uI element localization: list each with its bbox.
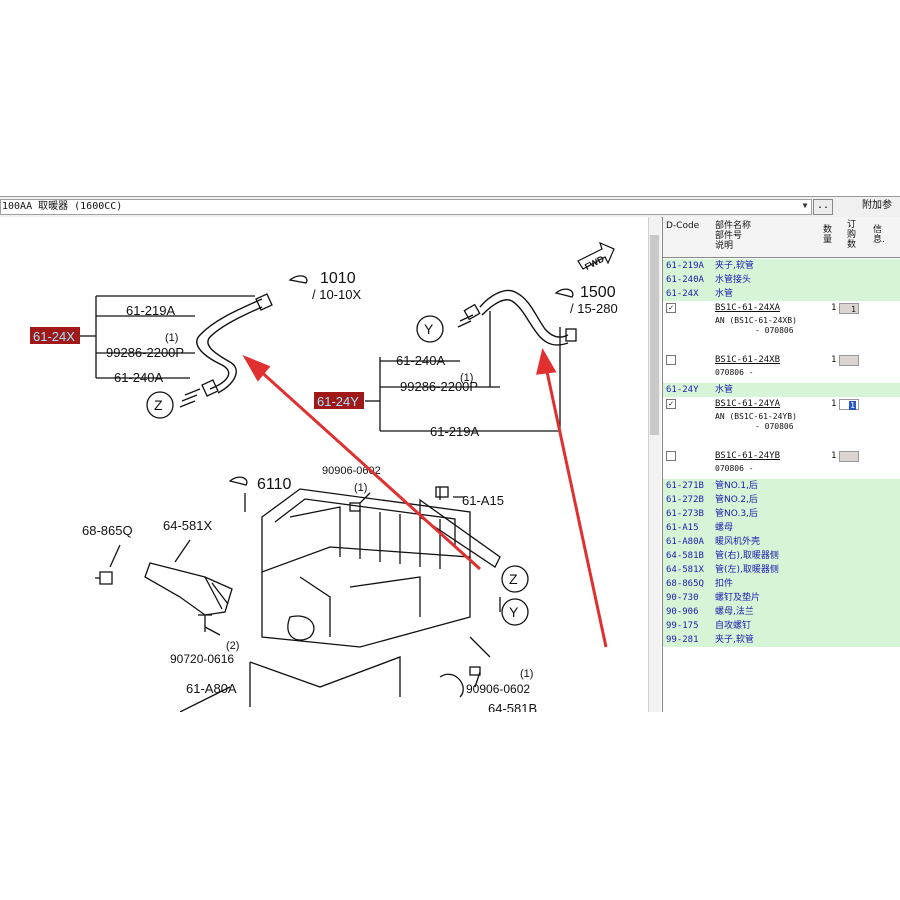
select-checkbox[interactable] <box>666 355 676 365</box>
select-checkbox[interactable]: ✓ <box>666 399 676 409</box>
part-note: - 070806 <box>755 326 794 335</box>
select-checkbox[interactable] <box>666 451 676 461</box>
label-1010: 1010 <box>320 270 356 287</box>
label-90906-0602-bottom: 90906-0602 <box>466 682 530 696</box>
part-note: 070806 - <box>715 464 754 473</box>
order-quantity-input[interactable]: 1 <box>839 303 859 314</box>
callout-61-24y[interactable]: 61-24Y <box>314 392 364 409</box>
svg-text:61-24X: 61-24X <box>33 329 75 344</box>
callout-61-24x[interactable]: 61-24X <box>30 327 80 344</box>
additional-reference-button[interactable]: 附加参 <box>862 200 892 211</box>
more-button[interactable]: .. <box>813 199 833 215</box>
column-info[interactable]: 信息. <box>873 225 885 245</box>
label-y: Y <box>424 321 434 337</box>
label-z: Z <box>154 397 163 413</box>
scrollbar-thumb[interactable] <box>650 235 659 435</box>
assembly-select[interactable]: 100AA 取暖器 (1600CC) <box>0 199 812 215</box>
column-order[interactable]: 订购数 <box>847 220 857 250</box>
toolbar: 100AA 取暖器 (1600CC) ▼ .. 附加参 <box>0 196 900 218</box>
part-note: 070806 - <box>715 368 754 377</box>
part-note: AN (BS1C-61-24YB) <box>715 412 797 421</box>
label-61-240a-left: 61-240A <box>114 370 163 385</box>
label-99286-2200p-a: 99286-2200P <box>106 345 184 360</box>
label-15-280: / 15-280 <box>570 301 618 316</box>
label-qty-1b: (1) <box>460 372 473 384</box>
label-61-240a-right: 61-240A <box>396 353 445 368</box>
column-part-number: 部件号 <box>715 231 743 241</box>
label-qty-2: (2) <box>226 640 239 652</box>
parts-list-header: D-Code 部件名称 部件号 说明 数量 订购数 信息. <box>663 217 900 258</box>
label-68-865q: 68-865Q <box>82 523 133 538</box>
part-note: - 070806 <box>755 422 794 431</box>
label-61-a15: 61-A15 <box>462 493 504 508</box>
label-qty-1a: (1) <box>165 332 178 344</box>
label-61-219a-bottom: 61-219A <box>430 424 479 439</box>
column-dcode[interactable]: D-Code <box>666 221 700 231</box>
label-61-219a-top: 61-219A <box>126 303 175 318</box>
label-z-2: Z <box>509 571 518 587</box>
part-note: AN (BS1C-61-24XB) <box>715 316 797 325</box>
column-part-name[interactable]: 部件名称 <box>715 221 752 231</box>
label-64-581x: 64-581X <box>163 518 212 533</box>
column-description: 说明 <box>715 241 734 251</box>
label-qty-1d: (1) <box>520 668 533 680</box>
diagram-scrollbar[interactable] <box>648 217 661 712</box>
column-quantity[interactable]: 数量 <box>823 225 833 245</box>
label-6110: 6110 <box>257 476 292 493</box>
label-61-a80a: 61-A80A <box>186 681 237 696</box>
label-y-2: Y <box>509 604 519 620</box>
parts-diagram[interactable]: 1010 / 10-10X 1500 / 15-280 61-219A (1) … <box>0 217 648 712</box>
label-qty-1c: (1) <box>354 482 367 494</box>
order-quantity-input[interactable]: 1 <box>839 399 859 410</box>
svg-text:61-24Y: 61-24Y <box>317 394 359 409</box>
order-quantity-input[interactable] <box>839 355 859 366</box>
label-1500: 1500 <box>580 284 616 301</box>
label-90720-0616: 90720-0616 <box>170 652 234 666</box>
dropdown-arrow-icon[interactable]: ▼ <box>802 201 808 210</box>
label-10-10x: / 10-10X <box>312 287 361 302</box>
annotation-arrows <box>242 347 608 648</box>
select-checkbox[interactable]: ✓ <box>666 303 676 313</box>
assembly-title: 100AA 取暖器 (1600CC) <box>2 201 123 212</box>
parts-catalog-window: 100AA 取暖器 (1600CC) ▼ .. 附加参 <box>0 196 900 712</box>
order-quantity-input[interactable] <box>839 451 859 462</box>
exploded-view-drawing: 1010 / 10-10X 1500 / 15-280 61-219A (1) … <box>30 241 618 712</box>
label-99286-2200p-b: 99286-2200P <box>400 379 478 394</box>
label-64-581b: 64-581B <box>488 701 537 712</box>
